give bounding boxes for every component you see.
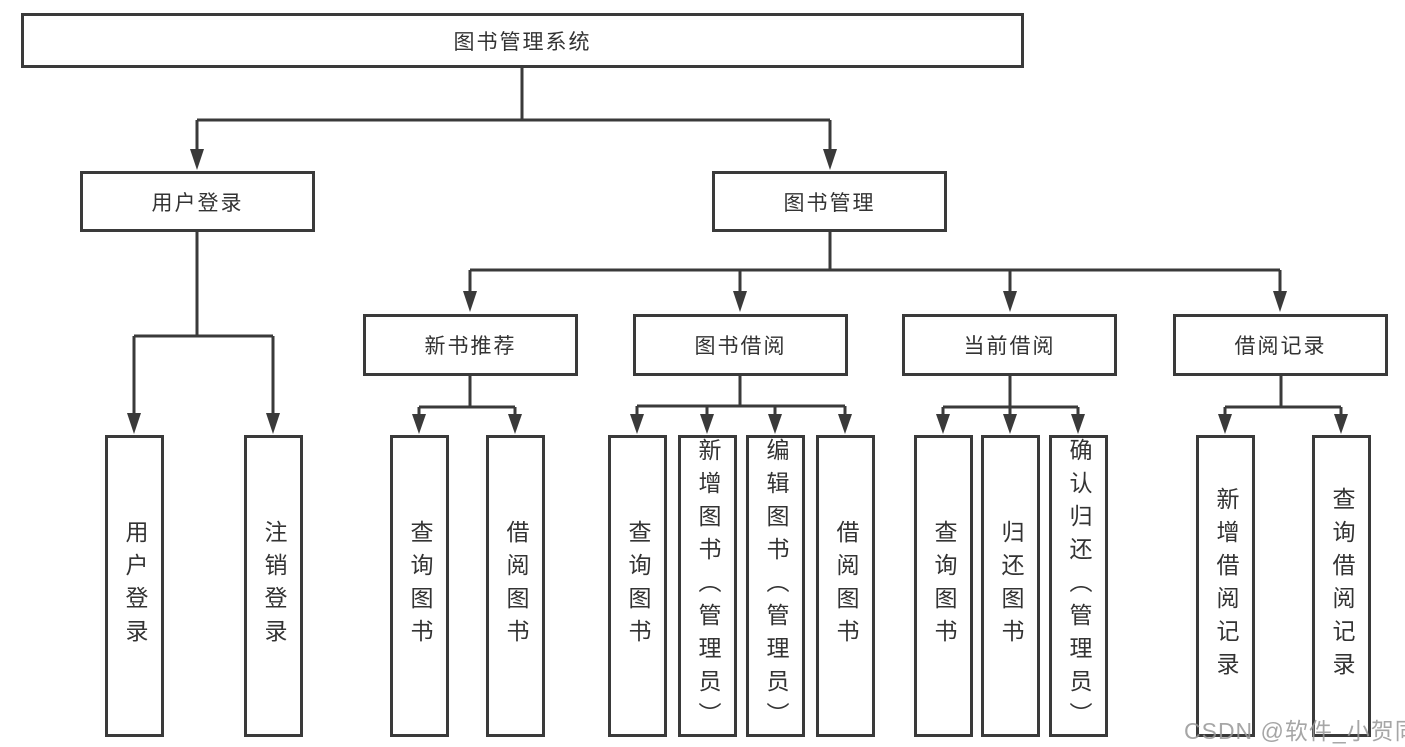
- leaf-label: 借阅图书: [503, 520, 529, 652]
- leaf-label: 归还图书: [998, 520, 1024, 652]
- node-new-book-recommendation: 新书推荐: [363, 314, 578, 376]
- node-leaf-add-borrow-record: 新增借阅记录: [1196, 435, 1255, 737]
- node-user-login: 用户登录: [80, 171, 315, 232]
- arrowhead: [630, 414, 644, 434]
- leaf-label: 新增图书（管理员）: [695, 437, 721, 735]
- node-leaf-add-books-admin: 新增图书（管理员）: [678, 435, 737, 737]
- arrowhead: [1334, 414, 1348, 434]
- leaf-label: 新增借阅记录: [1213, 487, 1239, 685]
- connector-book-management: [468, 232, 1282, 293]
- leaf-label: 查询图书: [931, 520, 957, 652]
- connector-root: [195, 68, 832, 151]
- connector-current-borrow: [941, 376, 1080, 416]
- node-book-management: 图书管理: [712, 171, 947, 232]
- node-leaf-query-borrow-record: 查询借阅记录: [1312, 435, 1371, 737]
- leaf-label: 查询借阅记录: [1329, 487, 1355, 685]
- node-leaf-confirm-return-admin: 确认归还（管理员）: [1049, 435, 1108, 737]
- arrowhead: [936, 414, 950, 434]
- connector-borrow-records: [1223, 376, 1343, 416]
- node-leaf-borrow-books-1: 借阅图书: [486, 435, 545, 737]
- watermark: CSDN @软件_小贺同学: [1184, 718, 1405, 744]
- arrowhead: [1003, 291, 1017, 312]
- node-leaf-query-books-3: 查询图书: [914, 435, 973, 737]
- leaf-label: 借阅图书: [833, 520, 859, 652]
- leaf-label: 注销登录: [261, 520, 287, 652]
- leaf-label: 查询图书: [407, 520, 433, 652]
- node-leaf-query-books-2: 查询图书: [608, 435, 667, 737]
- arrowhead: [1003, 414, 1017, 434]
- leaf-label: 用户登录: [122, 520, 148, 652]
- node-leaf-query-books-1: 查询图书: [390, 435, 449, 737]
- node-root: 图书管理系统: [21, 13, 1024, 68]
- connector-book-borrow: [635, 376, 847, 416]
- arrowhead: [1218, 414, 1232, 434]
- connector-user-login: [132, 232, 275, 415]
- leaf-label: 查询图书: [625, 520, 651, 652]
- arrowhead: [508, 414, 522, 434]
- node-leaf-borrow-books-2: 借阅图书: [816, 435, 875, 737]
- arrowhead: [463, 291, 477, 312]
- arrowhead: [1071, 414, 1085, 434]
- node-leaf-return-books: 归还图书: [981, 435, 1040, 737]
- arrowhead: [768, 414, 782, 434]
- arrowhead: [127, 413, 141, 434]
- arrowhead: [700, 414, 714, 434]
- connector-new-book: [417, 376, 517, 416]
- node-leaf-user-login: 用户登录: [105, 435, 164, 737]
- arrowhead: [1273, 291, 1287, 312]
- arrowhead: [823, 149, 837, 170]
- leaf-label: 编辑图书（管理员）: [763, 437, 789, 735]
- node-leaf-logout: 注销登录: [244, 435, 303, 737]
- arrowhead: [412, 414, 426, 434]
- arrowhead: [190, 149, 204, 170]
- node-book-borrowing: 图书借阅: [633, 314, 848, 376]
- node-current-borrowing: 当前借阅: [902, 314, 1117, 376]
- leaf-label: 确认归还（管理员）: [1066, 437, 1092, 735]
- arrowhead: [733, 291, 747, 312]
- arrowhead: [266, 413, 280, 434]
- node-borrowing-records: 借阅记录: [1173, 314, 1388, 376]
- node-leaf-edit-books-admin: 编辑图书（管理员）: [746, 435, 805, 737]
- arrowhead: [838, 414, 852, 434]
